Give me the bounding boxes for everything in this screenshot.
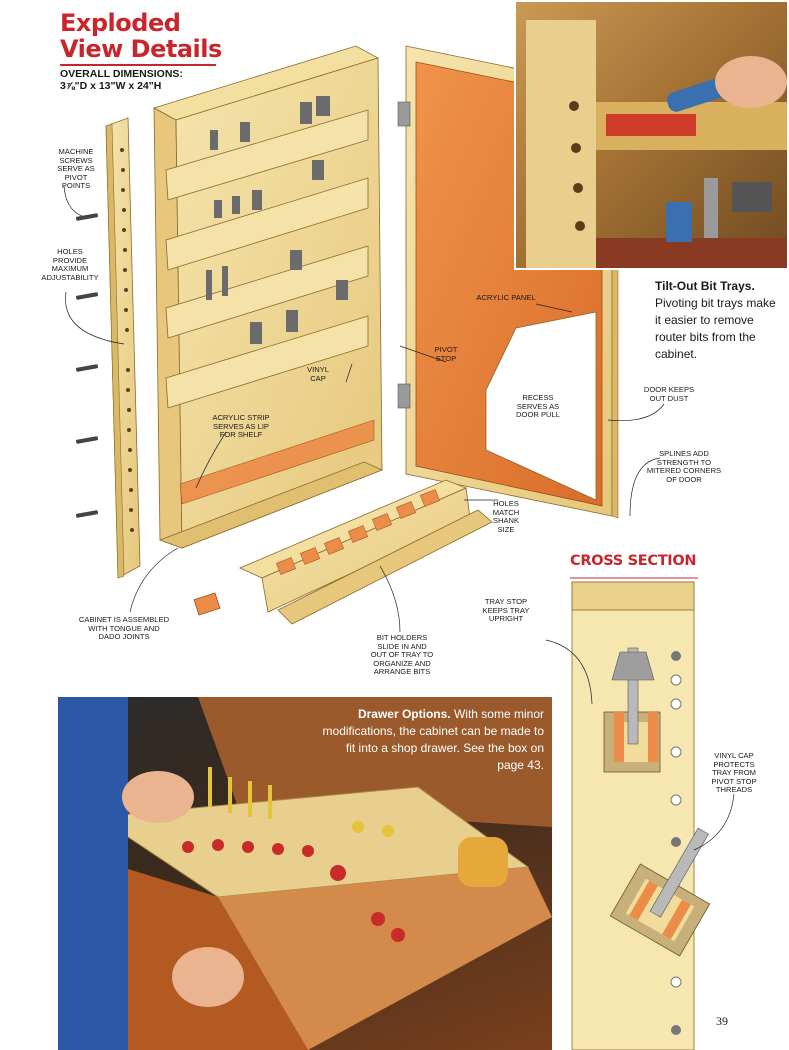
callout-pivot-stop: PIVOT STOP [434, 345, 458, 363]
tilt-out-photo-art [526, 20, 787, 268]
machine-screws [75, 213, 99, 518]
drawer-caption-body: With some minor modifications, the cabin… [322, 707, 544, 772]
door-hinges [397, 101, 411, 409]
callout-tray-stop: TRAY STOP KEEPS TRAY UPRIGHT [482, 597, 530, 624]
callout-vinyl-cap-protects: VINYL CAP PROTECTS TRAY FROM PIVOT STOP … [711, 751, 757, 795]
cross-section-title: CROSS SECTION [570, 553, 697, 569]
drawer-options-caption: Drawer Options. With some minor modifica… [320, 706, 544, 774]
callout-recess-door-pull: RECESS SERVES AS DOOR PULL [516, 393, 560, 420]
cross-section-leaders [545, 639, 735, 851]
cross-section-upper-tray [603, 647, 661, 773]
callout-splines: SPLINES ADD STRENGTH TO MITERED CORNERS … [646, 449, 722, 484]
callout-bit-holders: BIT HOLDERS SLIDE IN AND OUT OF TRAY TO … [370, 633, 434, 677]
callout-cabinet-assembly: CABINET IS ASSEMBLED WITH TONGUE AND DAD… [78, 615, 170, 642]
tilt-out-caption-lead: Tilt-Out Bit Trays. [655, 279, 755, 293]
cross-section-tilted-tray [609, 827, 711, 957]
drawer-options-photo [58, 697, 552, 1050]
callout-machine-screws: MACHINE SCREWS SERVE AS PIVOT POINTS [57, 147, 95, 191]
callout-acrylic-strip: ACRYLIC STRIP SERVES AS LIP FOR SHELF [212, 413, 270, 440]
callout-door-keeps-dust: DOOR KEEPS OUT DUST [643, 385, 695, 403]
dimensions-label: OVERALL DIMENSIONS: [60, 68, 183, 80]
drawer-caption-lead: Drawer Options. [357, 707, 451, 721]
page-title: Exploded View Details [60, 10, 230, 62]
cabinet-box [152, 45, 384, 549]
router-bit-silhouettes [206, 96, 348, 344]
callout-holes-match-shank: HOLES MATCH SHANK SIZE [492, 499, 520, 534]
tilt-out-bit-trays-photo [514, 0, 789, 270]
cross-section-diagram [545, 577, 735, 1050]
callout-acrylic-panel: ACRYLIC PANEL [476, 293, 536, 302]
callout-leader-lines [63, 185, 665, 633]
callout-vinyl-cap: VINYL CAP [307, 365, 329, 383]
title-divider [60, 64, 216, 66]
cabinet-side-panel [105, 117, 141, 579]
tilt-out-caption: Tilt-Out Bit Trays. Pivoting bit trays m… [655, 278, 785, 363]
loose-bit-tray [193, 479, 493, 625]
dimensions-value: 3⅞"D x 13"W x 24"H [60, 80, 162, 92]
page-number: 39 [716, 1014, 728, 1028]
title-line-2: View Details [60, 35, 222, 63]
drawer-photo-art [58, 697, 552, 1050]
tilt-out-caption-body: Pivoting bit trays make it easier to rem… [655, 296, 776, 361]
bit-trays [165, 109, 369, 409]
callout-holes-adjustability: HOLES PROVIDE MAXIMUM ADJUSTABILITY [41, 247, 99, 282]
title-line-1: Exploded [60, 9, 181, 37]
